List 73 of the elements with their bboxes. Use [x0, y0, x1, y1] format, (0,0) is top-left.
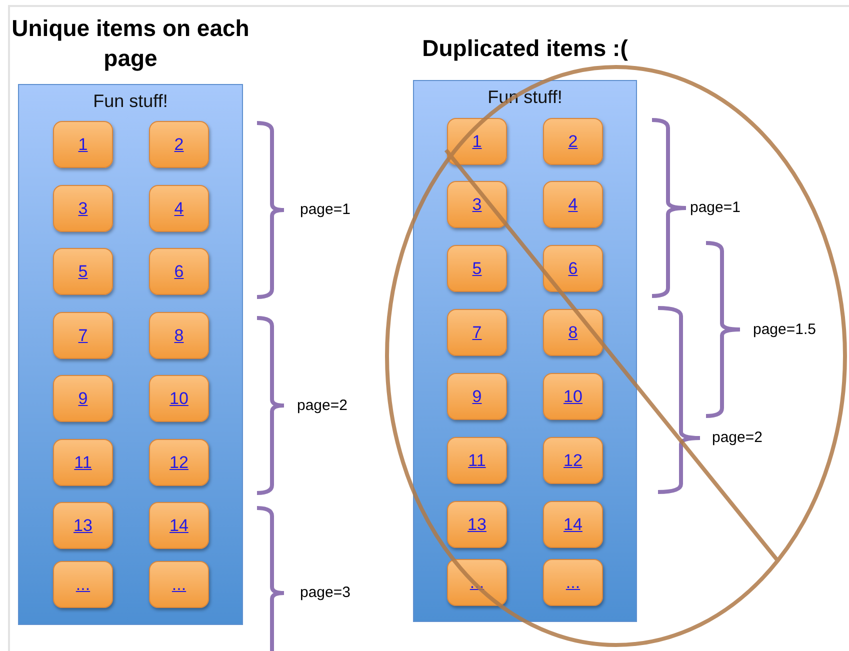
- item-tile: [53, 185, 113, 232]
- item-link: ...: [76, 574, 90, 594]
- column-heading: Duplicated items :(: [421, 34, 629, 63]
- item-link: 3: [78, 198, 88, 218]
- item-tile: [447, 309, 507, 356]
- item-link: 1: [472, 132, 482, 152]
- page-label: page=1: [300, 201, 350, 218]
- item-link: 13: [468, 514, 486, 534]
- item-tile: [149, 375, 209, 422]
- item-tile: [149, 121, 209, 168]
- item-link: 5: [78, 262, 88, 282]
- item-tile: [447, 501, 507, 548]
- item-link: 2: [174, 134, 184, 154]
- item-tile: [149, 248, 209, 295]
- page-label: page=2: [712, 429, 762, 446]
- item-link: 4: [174, 198, 184, 218]
- page-label: page=3: [300, 584, 350, 601]
- item-tile: [53, 502, 113, 549]
- item-tile: [53, 248, 113, 295]
- item-tile: [53, 121, 113, 168]
- item-tile: [447, 245, 507, 292]
- item-tile: [447, 181, 507, 228]
- item-link: 10: [564, 386, 582, 406]
- item-tile: [543, 181, 603, 228]
- item-tile: [149, 439, 209, 486]
- item-link: 8: [174, 326, 184, 346]
- item-tile: [53, 439, 113, 486]
- item-tile: [53, 375, 113, 422]
- item-link: 14: [170, 516, 188, 536]
- item-link: 3: [472, 194, 482, 214]
- item-link: ...: [470, 572, 484, 592]
- item-link: 8: [568, 322, 578, 342]
- item-link: 10: [170, 388, 188, 408]
- item-link: ...: [566, 572, 580, 592]
- item-link: 12: [564, 450, 582, 470]
- item-link: 7: [472, 322, 482, 342]
- item-tile: [149, 561, 209, 608]
- item-link: 11: [74, 452, 92, 472]
- item-tile: [543, 245, 603, 292]
- item-link: 7: [78, 326, 88, 346]
- item-link: 9: [472, 386, 482, 406]
- item-link: 5: [472, 258, 482, 278]
- item-tile: [53, 561, 113, 608]
- item-tile: [149, 502, 209, 549]
- item-tile: [447, 373, 507, 420]
- item-tile: [447, 437, 507, 484]
- item-tile: [149, 185, 209, 232]
- page-label: page=1.5: [753, 320, 816, 338]
- item-link: 14: [564, 514, 582, 534]
- column-heading: Unique items on each page: [10, 14, 250, 73]
- item-tile: [543, 309, 603, 356]
- page-label: page=2: [297, 396, 348, 414]
- page-label: page=1: [690, 199, 740, 216]
- item-link: 6: [174, 262, 184, 282]
- item-tile: [543, 373, 603, 420]
- item-tile: [447, 118, 507, 165]
- item-link: 6: [568, 258, 578, 278]
- item-tile: [447, 559, 507, 606]
- item-link: 9: [78, 388, 88, 408]
- item-link: 11: [468, 450, 486, 470]
- item-tile: [53, 312, 113, 359]
- item-link: 2: [568, 132, 578, 152]
- item-link: ...: [172, 574, 186, 594]
- item-link: 1: [78, 134, 88, 154]
- item-link: 4: [568, 194, 578, 214]
- item-link: 12: [170, 452, 188, 472]
- item-link: 13: [74, 516, 92, 536]
- item-tile: [543, 559, 603, 606]
- panel-title: Fun stuff!: [92, 91, 169, 112]
- item-tile: [149, 312, 209, 359]
- item-tile: [543, 437, 603, 484]
- item-tile: [543, 118, 603, 165]
- item-tile: [543, 501, 603, 548]
